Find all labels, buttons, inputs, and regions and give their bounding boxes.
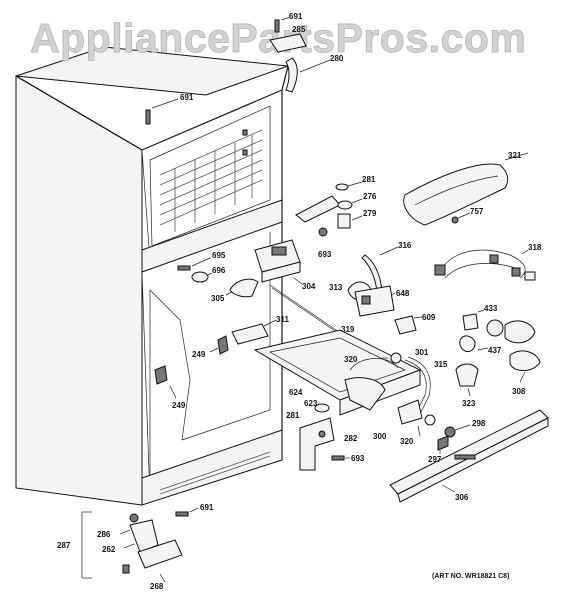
callout-624: 624 xyxy=(289,388,303,397)
callout-316: 316 xyxy=(398,241,412,250)
callout-319: 319 xyxy=(341,325,355,334)
screw-691-bottom xyxy=(175,507,199,517)
callout-304: 304 xyxy=(302,282,316,291)
bracket-282 xyxy=(299,403,335,471)
icemaker-mount-parts xyxy=(295,181,363,237)
callout-282: 282 xyxy=(344,434,358,443)
callout-437: 437 xyxy=(488,346,502,355)
callout-609: 609 xyxy=(422,313,436,322)
callout-623: 623 xyxy=(304,399,318,408)
callout-693: 693 xyxy=(318,250,332,259)
callout-691: 691 xyxy=(289,12,303,21)
callout-281: 281 xyxy=(286,411,300,420)
callout-268: 268 xyxy=(150,582,164,591)
callout-249: 249 xyxy=(172,401,186,410)
callout-298: 298 xyxy=(472,419,486,428)
callout-315: 315 xyxy=(434,360,448,369)
callout-311: 311 xyxy=(276,315,289,324)
callout-691: 691 xyxy=(180,93,194,102)
callout-285: 285 xyxy=(292,25,306,34)
callout-691: 691 xyxy=(200,503,214,512)
part-305 xyxy=(225,278,259,298)
callout-433: 433 xyxy=(484,304,498,313)
clip-757 xyxy=(451,212,471,224)
part-609 xyxy=(394,315,423,335)
screw-691-left xyxy=(145,98,179,125)
callout-696: 696 xyxy=(212,266,226,275)
callout-323: 323 xyxy=(462,399,476,408)
clip-249 xyxy=(154,335,229,399)
callout-286: 286 xyxy=(97,530,111,539)
callout-318: 318 xyxy=(528,243,542,252)
callout-306: 306 xyxy=(455,493,469,502)
refrigerator-cabinet xyxy=(15,46,289,506)
housing-304 xyxy=(254,239,303,285)
callout-313: 313 xyxy=(329,283,343,292)
bottom-hinge-287 xyxy=(81,511,183,583)
callout-757: 757 xyxy=(470,207,484,216)
parts-297-298 xyxy=(437,424,471,454)
callout-301: 301 xyxy=(415,348,429,357)
screw-695-cap-696 xyxy=(177,257,213,283)
callout-labels: 691 285 280 691 321 281 276 279 757 693 … xyxy=(57,12,542,591)
callout-300: 300 xyxy=(373,432,387,441)
callout-281: 281 xyxy=(362,175,376,184)
callout-279: 279 xyxy=(363,209,377,218)
callout-297: 297 xyxy=(428,455,442,464)
callout-320: 320 xyxy=(344,355,358,364)
callout-276: 276 xyxy=(363,192,377,201)
callout-648: 648 xyxy=(396,289,410,298)
part-311 xyxy=(231,319,277,345)
screw-693-lower xyxy=(331,455,350,461)
callout-320: 320 xyxy=(400,437,414,446)
callout-321: 321 xyxy=(508,151,522,160)
top-hinge-parts xyxy=(269,16,331,93)
part-300 xyxy=(397,399,436,437)
callout-280: 280 xyxy=(330,54,344,63)
callout-249: 249 xyxy=(192,350,206,359)
lamp-assembly xyxy=(455,309,541,397)
callout-287: 287 xyxy=(57,541,71,550)
callout-693: 693 xyxy=(351,454,365,463)
light-shield-321 xyxy=(403,152,529,226)
callout-308: 308 xyxy=(512,387,526,396)
part-320-top xyxy=(382,352,402,364)
callout-305: 305 xyxy=(211,294,225,303)
callout-695: 695 xyxy=(212,251,226,260)
ice-tray-624 xyxy=(253,329,422,416)
cover-306 xyxy=(389,409,549,503)
callout-262: 262 xyxy=(102,545,116,554)
icemaker-648 xyxy=(354,285,396,317)
wiring-harness-318 xyxy=(434,249,536,281)
art-number: (ART NO. WR18821 C8) xyxy=(432,573,509,580)
